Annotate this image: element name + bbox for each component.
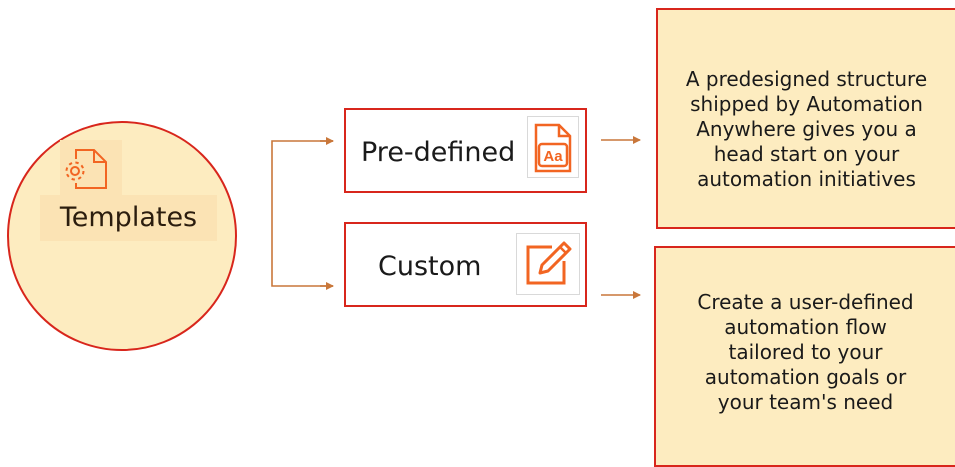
- description-line: your team's need: [717, 390, 894, 414]
- description-line: A predesigned structure: [685, 67, 928, 91]
- custom-description: Create a user-defined automation flow ta…: [654, 246, 955, 467]
- description-line: Create a user-defined: [697, 290, 914, 314]
- gear-document-icon: [63, 149, 107, 189]
- description-line: automation initiatives: [697, 167, 916, 191]
- description-line: tailored to your: [728, 340, 883, 364]
- description-line: automation goals or: [704, 365, 907, 389]
- description-line: automation flow: [724, 315, 887, 339]
- edit-icon: [526, 241, 572, 285]
- font-document-icon: Aa: [534, 123, 572, 173]
- templates-label: Templates: [59, 202, 198, 233]
- predefined-description: A predesigned structure shipped by Autom…: [656, 8, 955, 229]
- option-custom-label: Custom: [378, 251, 482, 282]
- branch-connector: [271, 140, 333, 287]
- font-icon-text: Aa: [543, 148, 563, 165]
- option-predefined-label: Pre-defined: [361, 137, 516, 168]
- templates-label-background: [40, 195, 217, 241]
- description-line: shipped by Automation: [690, 92, 923, 116]
- description-line: head start on your: [713, 142, 900, 166]
- description-line: Anywhere gives you a: [696, 117, 917, 141]
